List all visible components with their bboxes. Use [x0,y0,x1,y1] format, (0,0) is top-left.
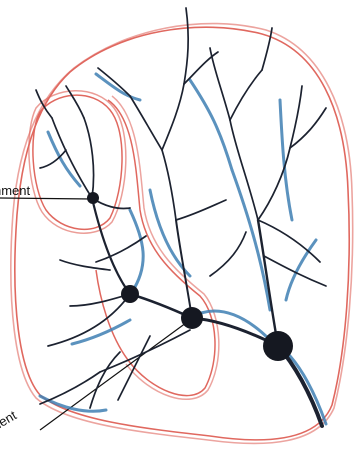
blue-shading [40,74,326,424]
river-branches [36,8,326,426]
node-outlet [263,331,293,361]
upper-subcatchment-boundary [29,91,126,233]
node-middle [121,285,139,303]
node-lower [181,307,203,329]
upper-catchment-label: hment [0,183,30,198]
node-upper [87,192,99,204]
